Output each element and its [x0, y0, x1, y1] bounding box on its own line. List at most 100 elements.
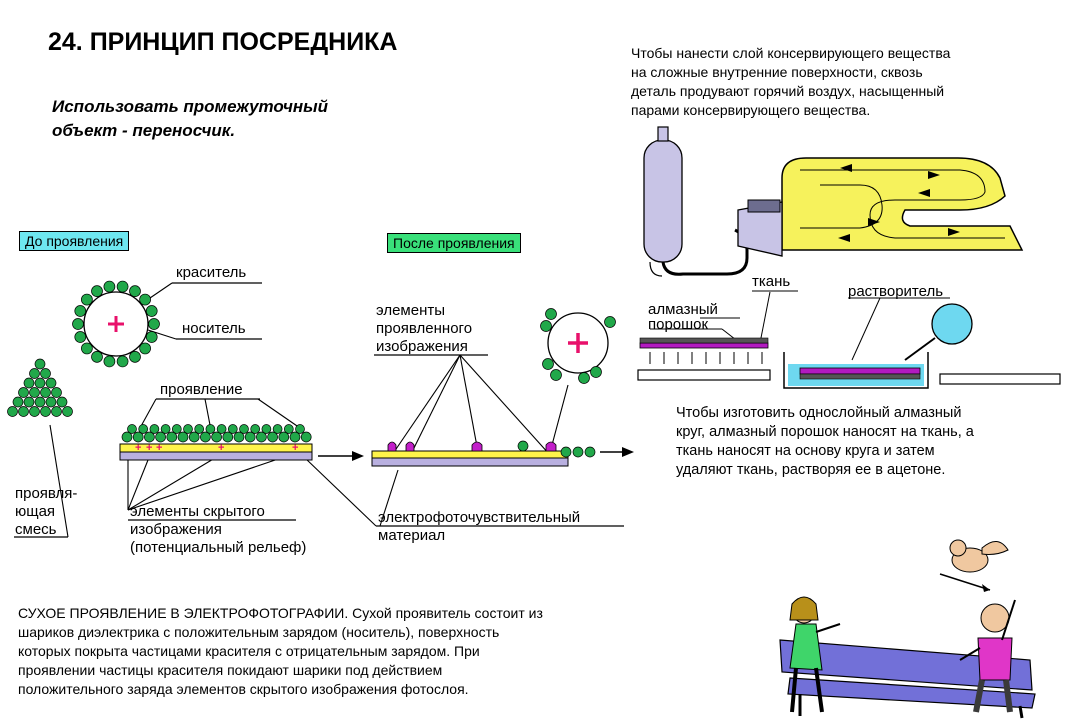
dye-particle	[211, 431, 222, 443]
developed-image-layer	[371, 440, 596, 467]
mix-particle	[45, 377, 57, 389]
dye-particle	[138, 424, 149, 434]
dye-particle	[256, 431, 267, 443]
diamond-powder-line: алмазный	[648, 301, 718, 318]
mix-particle	[40, 387, 51, 398]
mix-particle	[45, 396, 57, 408]
arrow-right-icon	[318, 451, 364, 461]
dye-particle	[289, 431, 301, 443]
mix-particle	[62, 406, 73, 417]
latent-elements-line: изображения	[130, 521, 222, 538]
dye-particle	[183, 424, 193, 434]
developing-mix-line: смесь	[15, 521, 57, 538]
leader-lines-middle	[379, 354, 569, 527]
plus-icon	[568, 333, 588, 353]
principle-description: Использовать промежуточный объект - пере…	[52, 95, 412, 143]
mix-particle	[29, 406, 40, 417]
diamond-wheel-description: Чтобы изготовить однослойный алмазный кр…	[676, 404, 974, 480]
mix-particle	[56, 396, 68, 408]
latent-elements-label: элементы скрытого изображения (потенциал…	[130, 503, 306, 557]
cupid-icon	[939, 539, 1009, 592]
preservation-line: Чтобы нанести слой консервирующего вещес…	[631, 45, 951, 61]
development-label: проявление	[160, 381, 243, 398]
dye-particle	[160, 424, 171, 434]
released-beads	[517, 440, 596, 458]
charge-marks: ++ ++ +	[135, 442, 298, 454]
dye-particle	[166, 431, 178, 443]
dye-particle	[239, 424, 249, 434]
preservation-line: на сложные внутренние поверхности, сквоз…	[631, 64, 923, 80]
mix-particle	[12, 396, 24, 408]
dye-particle	[129, 351, 141, 363]
arrow-right-icon	[600, 447, 634, 457]
diamond-wheel-line: ткань наносят на основу круга и затем	[676, 443, 935, 459]
dye-particle	[116, 355, 129, 368]
preservation-description: Чтобы нанести слой консервирующего вещес…	[631, 44, 950, 120]
material-line: материал	[378, 527, 446, 544]
dye-particle	[74, 331, 87, 343]
diamond-powder-on-fabric	[637, 290, 798, 381]
svg-text:+: +	[156, 442, 162, 454]
after-development-tag: После проявления	[387, 233, 521, 253]
mix-particle	[18, 406, 29, 417]
principle-line: объект - переносчик.	[52, 121, 236, 140]
diamond-wheel-line: круг, алмазный порошок наносят на ткань,…	[676, 424, 974, 440]
dye-particle	[145, 331, 158, 343]
svg-text:+: +	[218, 442, 224, 454]
mix-particle	[51, 387, 62, 398]
dye-particle	[261, 424, 272, 434]
dye-particle	[300, 431, 312, 443]
mix-particle	[23, 377, 35, 389]
dry-development-description: СУХОЕ ПРОЯВЛЕНИЕ В ЭЛЕКТРОФОТОГРАФИИ. Су…	[18, 604, 543, 699]
mix-particle	[40, 406, 51, 417]
dye-particle	[200, 431, 211, 443]
mix-particle	[40, 368, 51, 379]
down-arrows	[649, 352, 763, 364]
solvent-tray	[783, 297, 1061, 389]
principle-line: Использовать промежуточный	[52, 97, 329, 116]
man-figure	[959, 599, 1016, 713]
developing-mix-pile	[7, 358, 73, 417]
dye-particle	[272, 424, 283, 434]
dye-particle	[91, 285, 103, 297]
dye-particle	[139, 342, 151, 355]
dye-particle	[127, 424, 137, 434]
solvent-label: растворитель	[848, 283, 944, 300]
latent-image-layer: ++ ++ +	[119, 424, 313, 461]
svg-text:+: +	[146, 442, 152, 454]
developed-bumps	[387, 441, 557, 452]
mix-particle	[34, 396, 46, 408]
dye-particle	[216, 424, 227, 434]
dye-particle	[188, 431, 200, 443]
developed-elements-line: элементы	[376, 302, 446, 319]
dye-particles	[72, 280, 160, 368]
carrier-bead-with-dye	[72, 280, 160, 368]
dry-development-line: проявлении частицы красителя покидают ша…	[18, 662, 443, 678]
dye-particle	[81, 293, 93, 306]
developed-elements-label: элементы проявленного изображения	[376, 302, 472, 356]
bench-scene-illustration	[779, 539, 1036, 719]
preservation-line: деталь продувают горячий воздух, насыщен…	[631, 83, 945, 99]
material-line: электрофоточувствительный	[378, 509, 581, 526]
pipe-detail	[737, 157, 1024, 257]
woman-figure	[789, 596, 841, 713]
diamond-wheel-line: удаляют ткань, растворяя ее в ацетоне.	[676, 462, 946, 478]
mix-particle	[51, 406, 62, 417]
dye-particle	[103, 280, 116, 293]
dye-particle	[139, 293, 151, 306]
page-title: 24. ПРИНЦИП ПОСРЕДНИКА	[48, 28, 398, 56]
material-label: электрофоточувствительный материал	[378, 509, 580, 545]
dry-development-line: положительного заряда элементов скрытого…	[18, 681, 469, 697]
mix-particle	[34, 377, 46, 389]
preservation-line: парами консервирующего вещества.	[631, 102, 871, 118]
dye-label: краситель	[176, 264, 247, 281]
dye-particle	[205, 424, 216, 434]
mix-particle	[29, 387, 40, 398]
dye-particle	[144, 431, 155, 443]
dye-particle	[227, 424, 238, 434]
label-underlines	[14, 282, 624, 538]
mix-particle	[34, 358, 46, 370]
mix-particle	[7, 406, 18, 417]
dry-development-line: которых покрыта частицами красителя с от…	[18, 643, 480, 659]
dye-particle	[283, 424, 294, 434]
